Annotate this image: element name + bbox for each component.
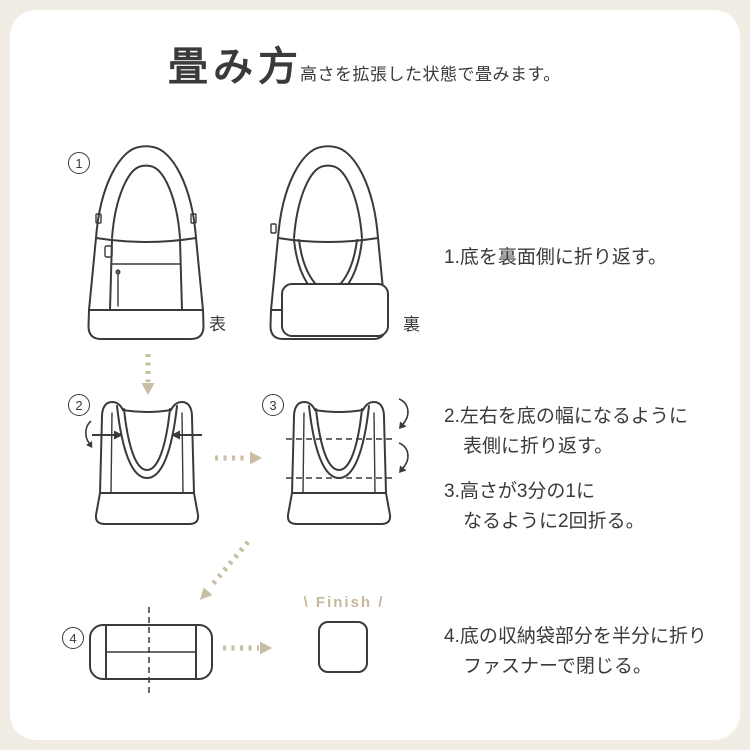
fold-inward-arrows-icon [85, 420, 202, 448]
arrow-down-dotted-icon [141, 354, 155, 395]
step2-instruction: 2.左右を底の幅になるように 表側に折り返す。 [444, 406, 688, 458]
front-side-label: 表 [209, 315, 226, 334]
step3-instruction: 3.高さが3分の1に なるように2回折る。 [444, 481, 645, 533]
back-side-label: 裏 [403, 315, 420, 334]
instruction-card [10, 10, 740, 740]
page-title: 畳み方 [168, 45, 303, 89]
page-subtitle: 高さを拡張した状態で畳みます。 [300, 65, 561, 84]
step3-number-badge: 3 [262, 394, 284, 416]
finish-label: \ Finish / [303, 594, 385, 611]
step1-instruction: 1.底を裏面側に折り返す。 [444, 247, 667, 268]
fold-down-arrows-icon [398, 398, 409, 473]
step4-number-badge: 4 [62, 627, 84, 649]
step2-folded-bag-illustration [85, 401, 202, 525]
step1-back-bag-illustration [269, 145, 389, 340]
step1-number-badge: 1 [68, 152, 90, 174]
arrow-right-dotted-icon [215, 451, 262, 465]
step4-flat-bag-illustration [89, 607, 213, 697]
step3-folded-bag-illustration [286, 398, 409, 525]
arrow-right-dotted-icon-final [223, 641, 272, 655]
step1-front-bag-illustration [87, 145, 205, 340]
step2-number-badge: 2 [68, 394, 90, 416]
finish-bag-illustration [318, 621, 368, 673]
arrow-down-left-dotted-icon [200, 540, 250, 600]
step4-instruction: 4.底の収納袋部分を半分に折り ファスナーで閉じる。 [444, 626, 707, 678]
